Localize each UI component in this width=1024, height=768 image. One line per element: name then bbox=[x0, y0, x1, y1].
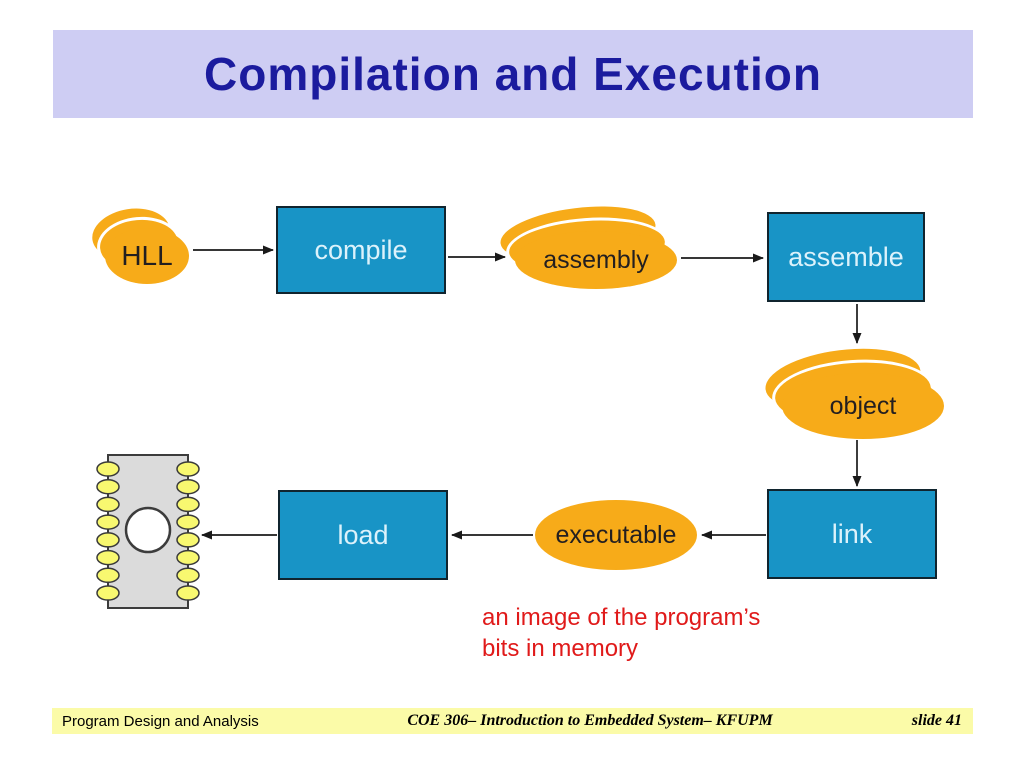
memory-chip-icon bbox=[96, 454, 200, 609]
title-bar: Compilation and Execution bbox=[53, 30, 973, 118]
node-assemble-label: assemble bbox=[788, 241, 904, 272]
node-link-label: link bbox=[831, 518, 873, 549]
node-load-label: load bbox=[337, 519, 389, 550]
node-compile: compile bbox=[276, 206, 446, 294]
annotation-memory-image: an image of the program’s bits in memory bbox=[482, 602, 760, 664]
footer-course-topic: Program Design and Analysis bbox=[62, 712, 259, 730]
node-object: object bbox=[758, 337, 948, 441]
annotation-line-1: an image of the program’s bbox=[482, 604, 761, 631]
footer-course-title: COE 306– Introduction to Embedded System… bbox=[407, 712, 773, 729]
node-assembly: assembly bbox=[494, 195, 683, 293]
node-compile-label: compile bbox=[314, 234, 408, 265]
node-executable: executable bbox=[535, 500, 697, 570]
node-hll: HLL bbox=[85, 199, 195, 290]
annotation-line-2: bits in memory bbox=[482, 635, 639, 662]
footer-bar: Program Design and Analysis COE 306– Int… bbox=[52, 708, 973, 734]
node-assembly-label: assembly bbox=[515, 231, 677, 289]
node-link: link bbox=[767, 489, 937, 579]
node-assemble: assemble bbox=[767, 212, 925, 302]
page-title: Compilation and Execution bbox=[204, 48, 822, 100]
footer-slide-number: slide 41 bbox=[911, 712, 962, 729]
node-object-label: object bbox=[782, 373, 944, 439]
node-hll-label: HLL bbox=[105, 228, 189, 284]
node-load: load bbox=[278, 490, 448, 580]
